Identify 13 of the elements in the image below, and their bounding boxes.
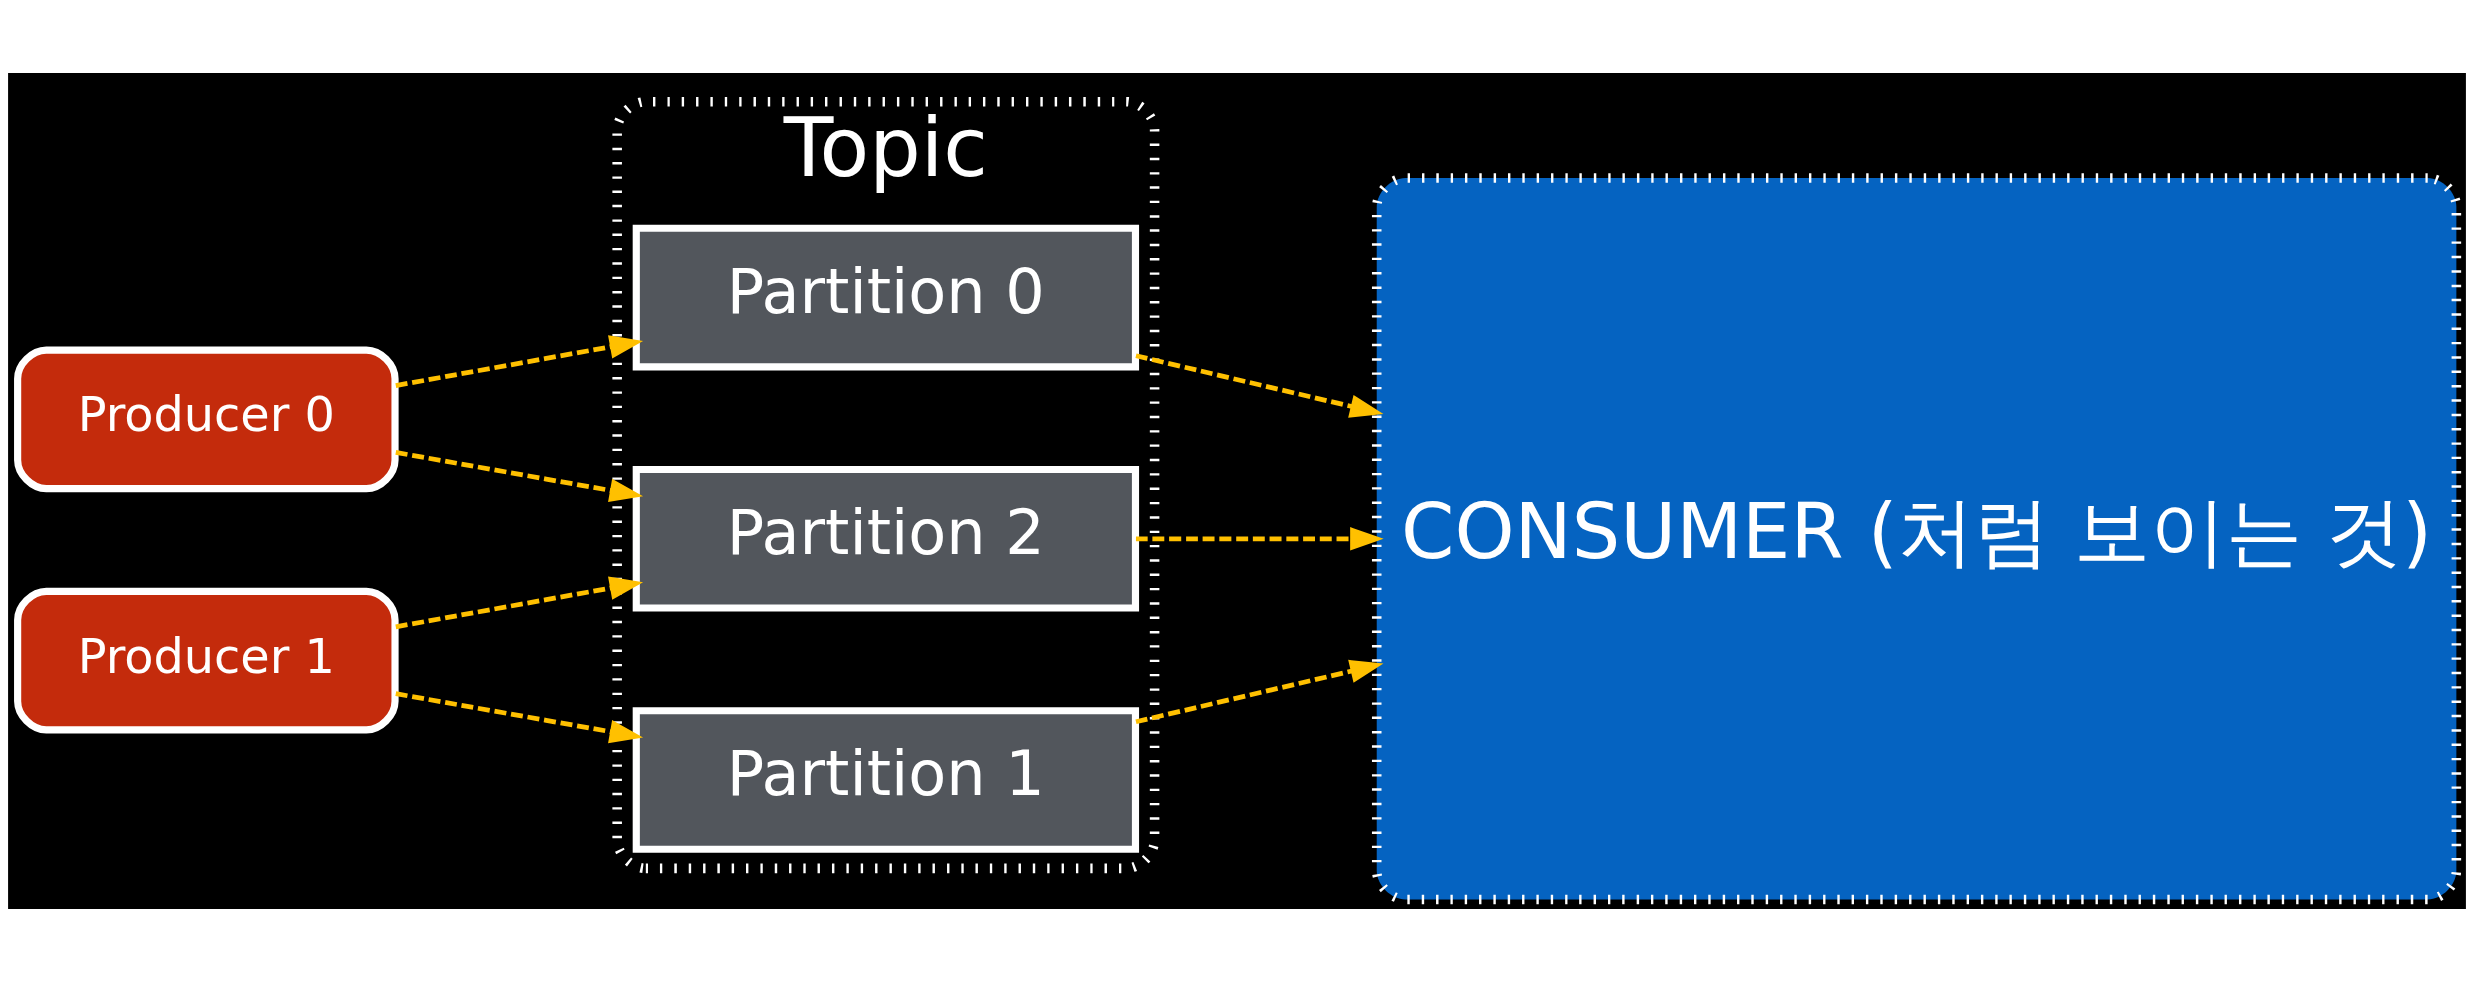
arrow [395, 334, 644, 388]
arrow [1135, 526, 1384, 550]
node-box: Partition 0 [632, 224, 1140, 370]
arrow [395, 576, 644, 629]
node-box: Producer 0 [14, 346, 399, 492]
arrow [395, 449, 644, 502]
arrow [1135, 659, 1384, 724]
arrow [395, 690, 644, 743]
node-box: Partition 2 [632, 465, 1140, 612]
node-box: Partition 1 [632, 706, 1140, 853]
node-box: CONSUMER (처럼 보이는 것) [1371, 172, 2462, 904]
arrow [1135, 352, 1384, 418]
node-box: Producer 1 [14, 587, 399, 733]
